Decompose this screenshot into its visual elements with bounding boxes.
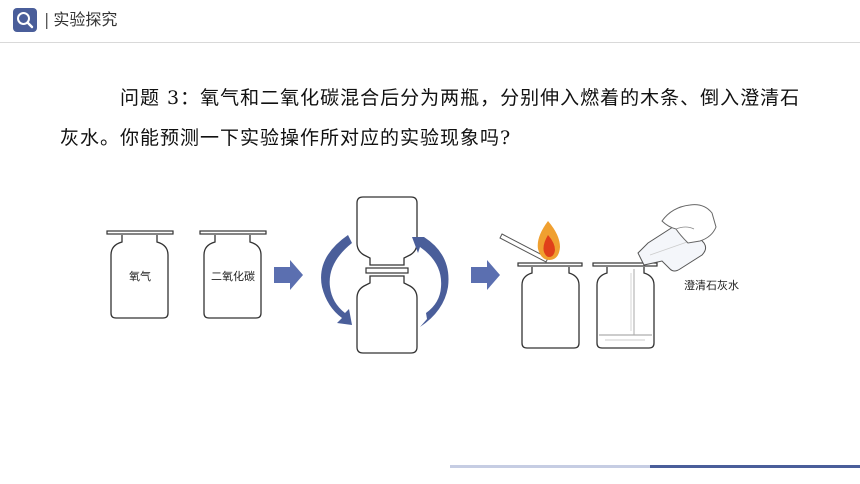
search-icon — [13, 8, 37, 32]
footer-bar-light — [450, 465, 650, 468]
limewater-label: 澄清石灰水 — [684, 278, 739, 292]
oxygen-bottle: 氧气 — [106, 230, 174, 319]
footer-bar-dark — [650, 465, 860, 468]
experiment-diagram: 氧气 二氧化碳 澄清石灰水 — [106, 196, 739, 354]
header: |实验探究 — [0, 0, 860, 44]
oxygen-label: 氧气 — [129, 269, 151, 283]
right-arrow-icon — [274, 260, 303, 290]
header-divider — [0, 42, 860, 43]
right-arrow-icon — [471, 260, 500, 290]
rotate-right-arrow-icon — [412, 237, 449, 327]
title-text: 实验探究 — [53, 10, 118, 29]
splint-test-bottle — [499, 221, 583, 349]
rotate-left-arrow-icon — [321, 235, 352, 325]
hand-icon — [661, 204, 717, 244]
section-title: |实验探究 — [44, 9, 117, 31]
question-text: 问题 3：氧气和二氧化碳混合后分为两瓶，分别伸入燃着的木条、倒入澄清石灰水。你能… — [60, 87, 801, 149]
co2-label: 二氧化碳 — [211, 269, 255, 283]
title-separator: | — [44, 10, 50, 29]
mixing-bottles — [356, 196, 418, 354]
limewater-bottle: 澄清石灰水 — [592, 204, 739, 349]
co2-bottle: 二氧化碳 — [199, 230, 267, 319]
